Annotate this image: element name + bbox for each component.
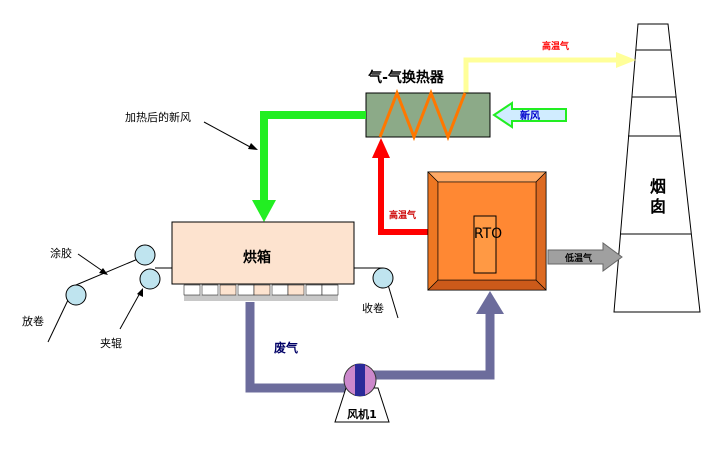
nip-roller — [139, 268, 161, 290]
rto-label: RTO — [474, 226, 502, 242]
fan-label: 风机1 — [347, 407, 377, 421]
new-air-arrow: 新风 — [492, 101, 567, 129]
heat-exchanger-label: 气-气换热器 — [367, 69, 445, 86]
new-air-label: 新风 — [520, 109, 540, 122]
oven: 烘箱 — [171, 221, 355, 301]
chimney-label-2: 囱 — [650, 197, 666, 216]
heated-new-air-flow: 加热后的新风 — [125, 110, 366, 222]
coating-roller — [134, 244, 156, 266]
callouts: 涂胶 夹辊 放卷 收卷 — [22, 246, 384, 350]
oven-label: 烘箱 — [243, 249, 271, 266]
high-temp-gas-label-mid: 高温气 — [389, 209, 416, 221]
high-temp-gas-flow-top: 高温气 — [463, 40, 636, 94]
high-temp-gas-flow-mid: 高温气 — [372, 138, 430, 235]
heated-new-air-label: 加热后的新风 — [125, 110, 191, 124]
rewind-roller — [372, 267, 394, 289]
heat-exchanger: 气-气换热器 — [365, 69, 491, 142]
high-temp-gas-label-top: 高温气 — [542, 40, 569, 52]
rewind-label: 收卷 — [362, 301, 384, 315]
low-temp-gas-label: 低温气 — [564, 252, 592, 264]
low-temp-gas-arrow: 低温气 — [547, 242, 623, 272]
nip-roller-label: 夹辊 — [100, 336, 122, 350]
chimney-label-1: 烟 — [650, 177, 666, 196]
rto-unit: RTO — [427, 171, 547, 291]
waste-gas-label: 废气 — [274, 340, 298, 355]
rollers — [65, 244, 394, 306]
coating-label: 涂胶 — [50, 246, 72, 260]
fan-1: 风机1 — [334, 363, 390, 423]
waste-gas-flow: 废气 — [245, 291, 504, 393]
unwind-roller — [65, 284, 87, 306]
unwind-label: 放卷 — [22, 314, 44, 328]
chimney: 烟 囱 — [613, 23, 701, 313]
